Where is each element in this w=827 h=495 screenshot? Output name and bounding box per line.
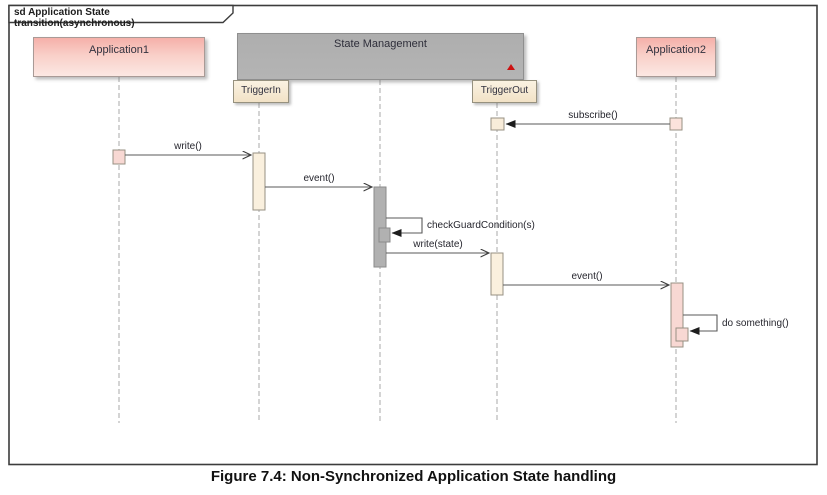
activation-application1-write <box>112 149 126 165</box>
activation-trigger-out-subscribe <box>490 117 505 131</box>
diagram-frame-border <box>8 4 818 466</box>
message-write-state-label: write(state) <box>413 239 463 250</box>
participant-application1: Application1 <box>33 37 205 77</box>
message-check-guard-label: checkGuardCondition(s) <box>427 220 535 231</box>
figure-caption: Figure 7.4: Non-Synchronized Application… <box>210 468 617 485</box>
activation-application2-nested <box>675 327 689 342</box>
port-trigger-out-label: TriggerOut <box>480 85 529 96</box>
message-arrows <box>125 120 718 335</box>
message-do-something-line <box>683 314 718 335</box>
message-event2-label: event() <box>571 271 603 282</box>
port-trigger-in-label: TriggerIn <box>241 85 281 96</box>
activation-application2-subscribe <box>669 117 683 131</box>
activations <box>112 117 689 348</box>
activation-trigger-in <box>252 152 266 211</box>
activation-state-management <box>373 186 387 268</box>
lifelines <box>118 77 677 423</box>
frame-label-pentagon <box>8 4 234 24</box>
message-write-label: write() <box>174 141 202 152</box>
activation-trigger-out <box>490 252 504 296</box>
participant-state-management-label: State Management <box>334 38 427 50</box>
participant-application1-label: Application1 <box>89 44 149 56</box>
port-trigger-in: TriggerIn <box>233 80 289 103</box>
frame-title: sd Application State transition(asynchro… <box>14 7 135 29</box>
message-event1-label: event() <box>303 173 335 184</box>
activation-state-management-nested <box>378 227 391 243</box>
participant-state-management: State Management <box>237 33 524 80</box>
port-trigger-out: TriggerOut <box>472 80 537 103</box>
message-do-something-label: do something() <box>722 318 789 329</box>
participant-application2: Application2 <box>636 37 716 77</box>
red-triangle-marker-icon <box>507 64 515 70</box>
message-check-guard-line <box>386 217 423 237</box>
participant-application2-label: Application2 <box>646 44 706 56</box>
message-subscribe-label: subscribe() <box>568 110 618 121</box>
